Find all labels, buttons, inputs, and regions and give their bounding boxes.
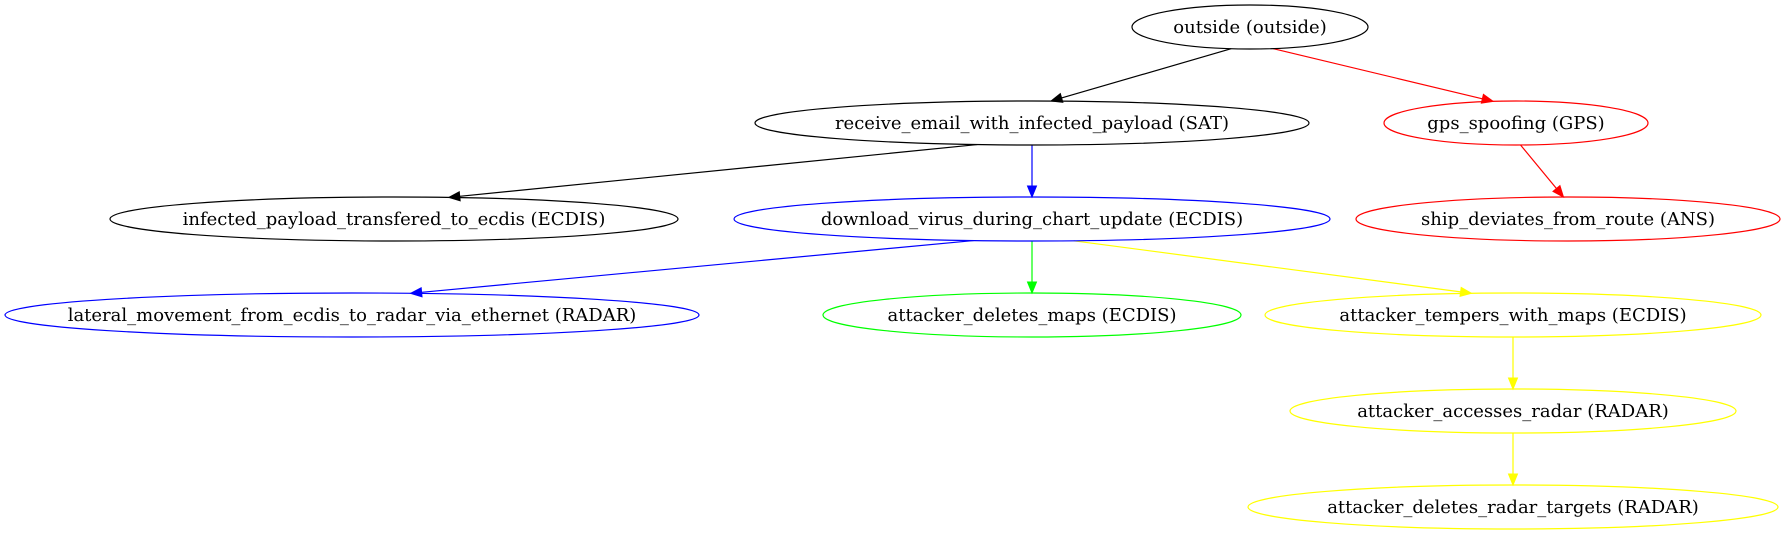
node-ellipse bbox=[1355, 196, 1781, 242]
node-infected_payload: infected_payload_transfered_to_ecdis (EC… bbox=[109, 196, 679, 242]
node-label: receive_email_with_infected_payload (SAT… bbox=[835, 113, 1229, 134]
arrowhead bbox=[1459, 286, 1473, 298]
node-attacker_accesses_radar: attacker_accesses_radar (RADAR) bbox=[1289, 388, 1737, 434]
node-ellipse bbox=[1264, 292, 1762, 338]
edge-receive_email-to-infected_payload bbox=[447, 143, 978, 202]
edge-line bbox=[1520, 144, 1557, 189]
node-lateral_movement: lateral_movement_from_ecdis_to_radar_via… bbox=[4, 292, 700, 338]
node-outside: outside (outside) bbox=[1131, 4, 1369, 50]
edge-line bbox=[1073, 240, 1461, 293]
nodes-layer: outside (outside) receive_email_with_infe… bbox=[4, 4, 1781, 530]
node-ellipse bbox=[1383, 100, 1649, 146]
node-label: ship_deviates_from_route (ANS) bbox=[1421, 209, 1715, 230]
arrowhead bbox=[1026, 281, 1038, 295]
edges-layer bbox=[409, 48, 1565, 487]
node-ellipse bbox=[109, 196, 679, 242]
arrowhead bbox=[1552, 184, 1565, 199]
arrowhead bbox=[409, 287, 423, 298]
node-label: download_virus_during_chart_update (ECDI… bbox=[821, 209, 1243, 230]
node-attacker_deletes_radar_targets: attacker_deletes_radar_targets (RADAR) bbox=[1247, 484, 1779, 530]
arrowhead bbox=[1507, 377, 1519, 391]
edge-line bbox=[1272, 48, 1483, 100]
edge-line bbox=[421, 239, 974, 293]
edge-download_virus-to-attacker_tempers_maps bbox=[1073, 240, 1473, 298]
edge-gps_spoofing-to-ship_deviates bbox=[1520, 144, 1565, 199]
edge-line bbox=[459, 143, 978, 197]
node-download_virus: download_virus_during_chart_update (ECDI… bbox=[733, 196, 1331, 242]
node-attacker_deletes_maps: attacker_deletes_maps (ECDIS) bbox=[822, 292, 1242, 338]
arrowhead bbox=[1026, 185, 1038, 199]
edge-download_virus-to-lateral_movement bbox=[409, 239, 974, 298]
edge-outside-to-gps_spoofing bbox=[1272, 48, 1495, 104]
edge-outside-to-receive_email bbox=[1049, 48, 1232, 103]
arrowhead bbox=[1507, 473, 1519, 487]
node-attacker_tempers_maps: attacker_tempers_with_maps (ECDIS) bbox=[1264, 292, 1762, 338]
node-label: attacker_deletes_radar_targets (RADAR) bbox=[1327, 497, 1699, 518]
arrowhead bbox=[447, 191, 461, 202]
edge-attacker_accesses_radar-to-attacker_deletes_radar_targets bbox=[1507, 433, 1519, 487]
node-label: attacker_accesses_radar (RADAR) bbox=[1357, 401, 1669, 422]
node-label: infected_payload_transfered_to_ecdis (EC… bbox=[183, 209, 606, 230]
node-label: gps_spoofing (GPS) bbox=[1427, 113, 1604, 134]
edge-attacker_tempers_maps-to-attacker_accesses_radar bbox=[1507, 337, 1519, 391]
node-label: lateral_movement_from_ecdis_to_radar_via… bbox=[68, 305, 637, 326]
node-label: attacker_tempers_with_maps (ECDIS) bbox=[1339, 305, 1686, 326]
node-ellipse bbox=[1131, 4, 1369, 50]
node-label: outside (outside) bbox=[1173, 17, 1326, 38]
node-ellipse bbox=[754, 100, 1310, 146]
edge-line bbox=[1061, 48, 1232, 99]
node-ellipse bbox=[733, 196, 1331, 242]
node-ellipse bbox=[1289, 388, 1737, 434]
node-ship_deviates: ship_deviates_from_route (ANS) bbox=[1355, 196, 1781, 242]
node-ellipse bbox=[1247, 484, 1779, 530]
node-ellipse bbox=[822, 292, 1242, 338]
node-gps_spoofing: gps_spoofing (GPS) bbox=[1383, 100, 1649, 146]
edge-receive_email-to-download_virus bbox=[1026, 145, 1038, 199]
node-label: attacker_deletes_maps (ECDIS) bbox=[888, 305, 1177, 326]
node-ellipse bbox=[4, 292, 700, 338]
edge-download_virus-to-attacker_deletes_maps bbox=[1026, 241, 1038, 295]
node-receive_email: receive_email_with_infected_payload (SAT… bbox=[754, 100, 1310, 146]
